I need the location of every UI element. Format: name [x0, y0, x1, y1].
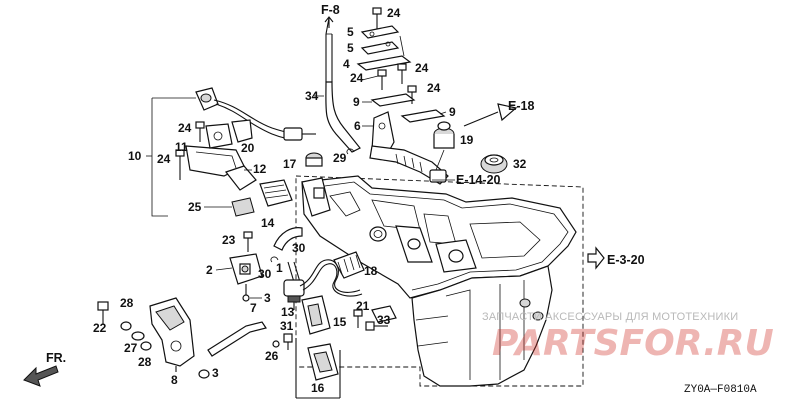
pad-16	[295, 338, 341, 399]
part-number-8: 8	[171, 373, 178, 387]
oil-case-assembly	[295, 175, 584, 387]
part-number-27: 27	[124, 341, 138, 355]
ref-e14-20: E-14-20	[456, 173, 501, 187]
part-number-32: 32	[513, 157, 527, 171]
part-number-25: 25	[188, 200, 202, 214]
part-number-28-upper: 28	[120, 296, 134, 310]
part-number-7: 7	[250, 301, 257, 315]
part-number-9-right: 9	[449, 105, 456, 119]
part-number-2: 2	[206, 263, 213, 277]
part-number-21: 21	[356, 299, 370, 313]
bolts-21-33	[353, 305, 397, 331]
part-number-28-lower: 28	[138, 355, 152, 369]
part-number-29: 29	[333, 151, 347, 165]
ref-fr: FR.	[46, 351, 66, 365]
part-number-24-left: 24	[350, 71, 364, 85]
part-number-11: 11	[175, 140, 188, 154]
bracket-and-breather-fitting	[369, 111, 455, 185]
part-number-9-left: 9	[353, 95, 360, 109]
part-number-24-top: 24	[387, 6, 401, 20]
part-number-24-far-right: 24	[427, 81, 441, 95]
part-number-23: 23	[222, 233, 236, 247]
cable-and-coil-18	[299, 251, 365, 297]
filter-14	[259, 179, 293, 207]
harness-bracket-group	[146, 87, 316, 217]
part-number-26: 26	[265, 349, 279, 363]
part-number-6: 6	[354, 119, 361, 133]
part-number-16: 16	[311, 381, 325, 395]
pad-15	[301, 295, 331, 335]
part-number-3-upper: 3	[264, 291, 271, 305]
part-number-14: 14	[261, 216, 275, 230]
lower-bracket-group	[97, 297, 210, 379]
fastener-31-26	[272, 333, 293, 350]
grommet-32	[480, 154, 508, 174]
part-number-24-bracket-upper: 24	[178, 121, 192, 135]
cap-17	[305, 152, 323, 167]
part-number-33: 33	[377, 313, 391, 327]
part-number-3-lower: 3	[212, 366, 219, 380]
part-number-10: 10	[128, 149, 142, 163]
part-number-20: 20	[241, 141, 255, 155]
breather-tube-34	[314, 16, 361, 153]
part-number-34: 34	[305, 89, 319, 103]
ref-arrow-e18	[463, 103, 518, 127]
part-number-30-hose: 30	[292, 241, 306, 255]
valve-group	[229, 227, 305, 310]
drawing-code: ZY0A—F0810A	[684, 384, 757, 396]
part-number-15: 15	[333, 315, 347, 329]
watermark-logo: PARTSFOR.RU	[492, 323, 774, 364]
plate-stack	[356, 7, 446, 123]
hose-7	[207, 321, 267, 357]
watermark-tagline: ЗАПЧАСТИ АКСЕССУАРЫ ДЛЯ МОТОТЕХНИКИ	[482, 311, 738, 323]
ref-e18: E-18	[508, 99, 534, 113]
part-number-22: 22	[93, 321, 107, 335]
part-number-24-bracket-lower: 24	[157, 152, 171, 166]
part-number-5-lower: 5	[347, 41, 354, 55]
part-number-18: 18	[364, 264, 378, 278]
part-number-12: 12	[253, 162, 267, 176]
part-number-4: 4	[343, 57, 350, 71]
part-number-24-right: 24	[415, 61, 429, 75]
part-number-17: 17	[283, 157, 297, 171]
part-number-30-clip: 30	[258, 267, 272, 281]
part-number-5-upper: 5	[347, 25, 354, 39]
part-number-19: 19	[460, 133, 474, 147]
ref-e3-20: E-3-20	[607, 253, 645, 267]
part-number-1: 1	[276, 261, 283, 275]
part-number-13: 13	[281, 305, 295, 319]
ref-f8: F-8	[321, 3, 340, 17]
part-number-31: 31	[280, 319, 294, 333]
front-direction-arrow	[23, 365, 59, 387]
ref-arrow-e3-20	[587, 246, 605, 270]
